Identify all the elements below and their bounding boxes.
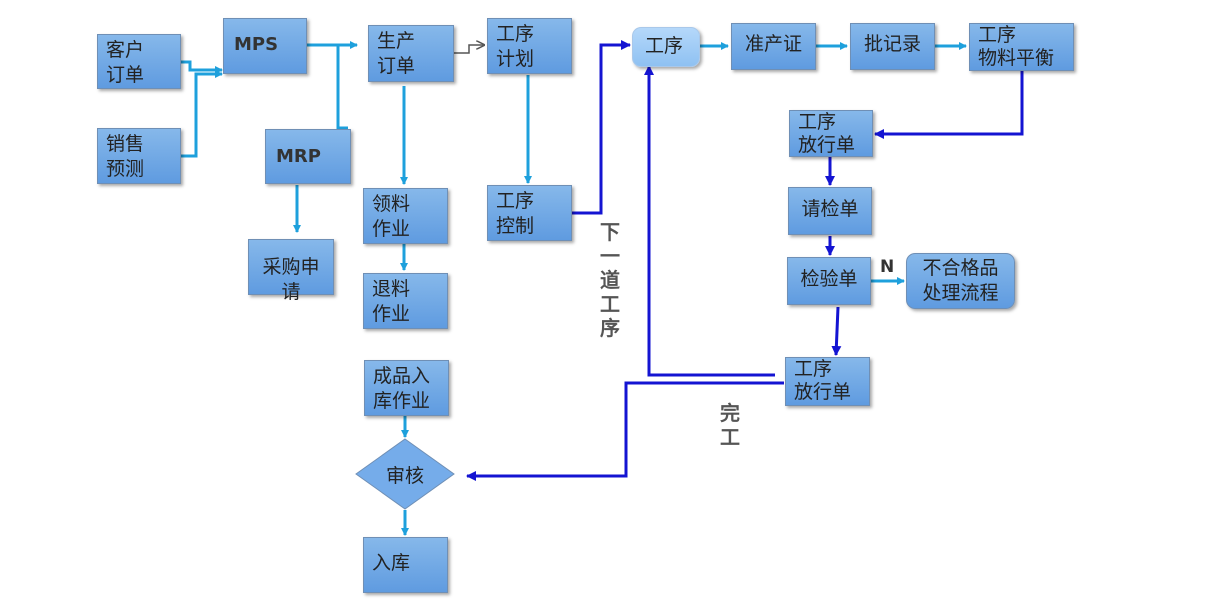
process-control-box: 工序 控制	[487, 185, 572, 241]
review-label: 审核	[385, 465, 424, 487]
material-return-box: 退料 作业	[363, 273, 448, 329]
arrow-forecast-to-mps	[181, 70, 223, 158]
material-balance-box: 工序 物料平衡	[969, 23, 1074, 71]
arrow-balance-to-release	[874, 71, 1024, 139]
next-process-label: 下 一 道 工 序	[600, 220, 620, 340]
customer-order-box: 客户 订单	[97, 34, 181, 89]
nonconforming-box: 不合格品 处理流程	[906, 253, 1015, 309]
arrow-control-to-process	[572, 40, 631, 215]
finished-goods-receipt-box: 成品入 库作业	[364, 360, 449, 416]
production-order-box: 生产 订单	[368, 25, 454, 82]
arrow-release2-to-process	[644, 65, 775, 377]
process-plan-box: 工序 计划	[487, 18, 572, 74]
process-box: 工序	[632, 27, 700, 67]
mps-box: MPS	[223, 18, 307, 74]
release-order-1-box: 工序 放行单	[789, 110, 873, 157]
completion-label: 完 工	[720, 401, 740, 449]
batch-record-box: 批记录	[850, 23, 935, 70]
material-issue-box: 领料 作业	[363, 188, 448, 244]
mrp-box: MRP	[265, 129, 351, 184]
review-diamond	[355, 438, 455, 510]
permit-box: 准产证	[731, 23, 816, 70]
arrow-production-to-plan	[454, 45, 484, 54]
purchase-request-box: 采购申请	[248, 239, 334, 303]
arrow-release2-to-review	[466, 381, 784, 481]
n-label: N	[880, 257, 895, 277]
arrow-inspection-to-release2	[831, 306, 842, 356]
inspection-request-box: 请检单	[788, 187, 872, 235]
inspection-order-box: 检验单	[787, 257, 871, 305]
arrow-mps-to-mrp	[330, 43, 348, 130]
sales-forecast-box: 销售 预测	[97, 128, 181, 184]
arrow-order-to-mps	[181, 60, 223, 74]
release-order-2-box: 工序 放行单	[785, 357, 870, 406]
warehousing-box: 入库	[363, 537, 448, 593]
